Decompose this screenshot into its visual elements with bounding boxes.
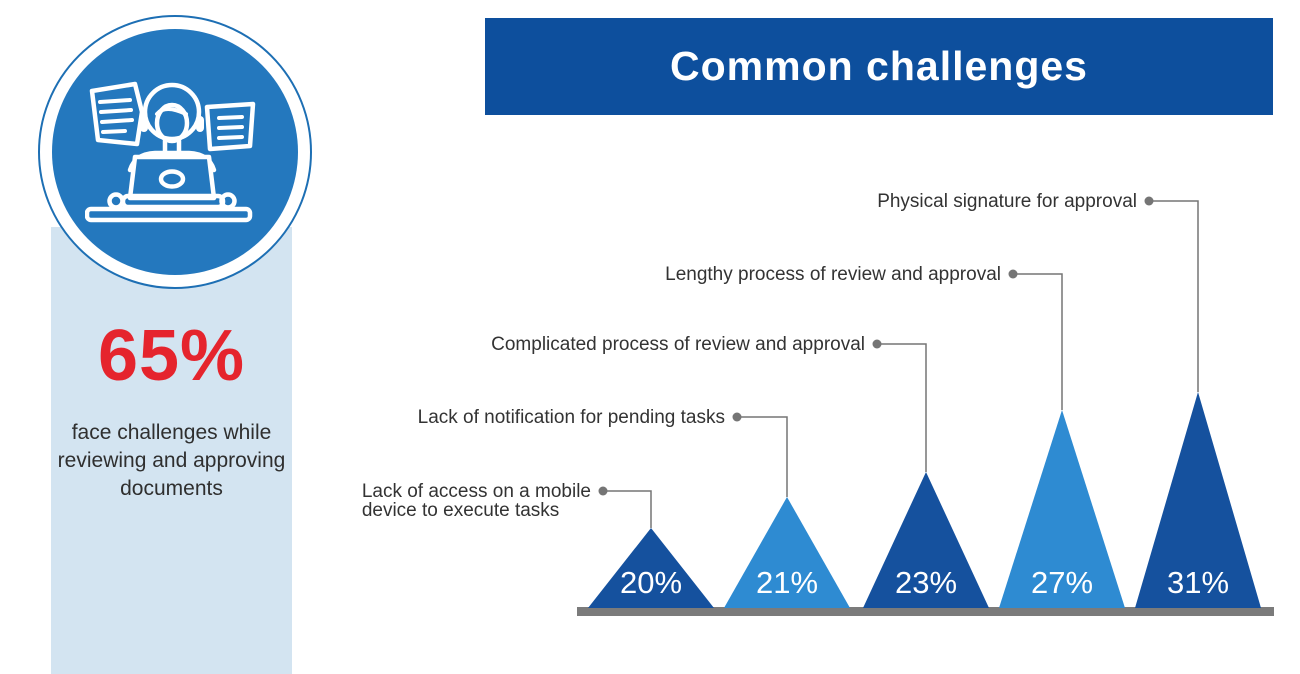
header-bar: Common challenges [485, 18, 1273, 115]
callout-connector [877, 343, 927, 472]
percent-label: 21% [756, 565, 818, 600]
percent-label: 31% [1167, 565, 1229, 600]
right-document-icon [204, 101, 256, 152]
callout-dot-icon [732, 412, 742, 422]
callout-dot-icon [1008, 269, 1018, 279]
page-title: Common challenges [670, 43, 1088, 89]
callout-connector [1013, 273, 1063, 410]
callout-connector [737, 416, 788, 497]
triangle-peak [724, 497, 850, 608]
callout-dot-icon [1144, 196, 1154, 206]
axis-baseline [577, 607, 1274, 616]
challenge-label: Physical signature for approval [877, 191, 1137, 212]
callout-connector [603, 490, 652, 528]
challenge-label: Lack of notification for pending tasks [417, 407, 725, 428]
stat-description: face challenges while reviewing and appr… [57, 421, 286, 500]
challenge-label: Lack of access on a mobile device to exe… [361, 481, 591, 521]
stat-value: 65% [97, 316, 246, 396]
callout-dot-icon [598, 486, 608, 496]
left-document-icon [89, 81, 145, 147]
triangle-peak [999, 410, 1125, 608]
headset-right-icon [196, 116, 204, 132]
callout-connector [1149, 200, 1199, 392]
percent-label: 20% [620, 565, 682, 600]
triangle-peak [588, 528, 714, 608]
stat-panel-band [51, 227, 292, 674]
callout-dot-icon [872, 339, 882, 349]
challenge-label: Complicated process of review and approv… [491, 334, 865, 355]
desk-icon [85, 206, 253, 223]
triangle-peak [1135, 392, 1261, 608]
percent-label: 23% [895, 565, 957, 600]
person-at-laptop-icon [85, 81, 256, 223]
headset-left-icon [140, 116, 148, 132]
triangle-peak [863, 472, 989, 608]
challenge-label: Lengthy process of review and approval [665, 264, 1001, 285]
percent-label: 27% [1031, 565, 1093, 600]
